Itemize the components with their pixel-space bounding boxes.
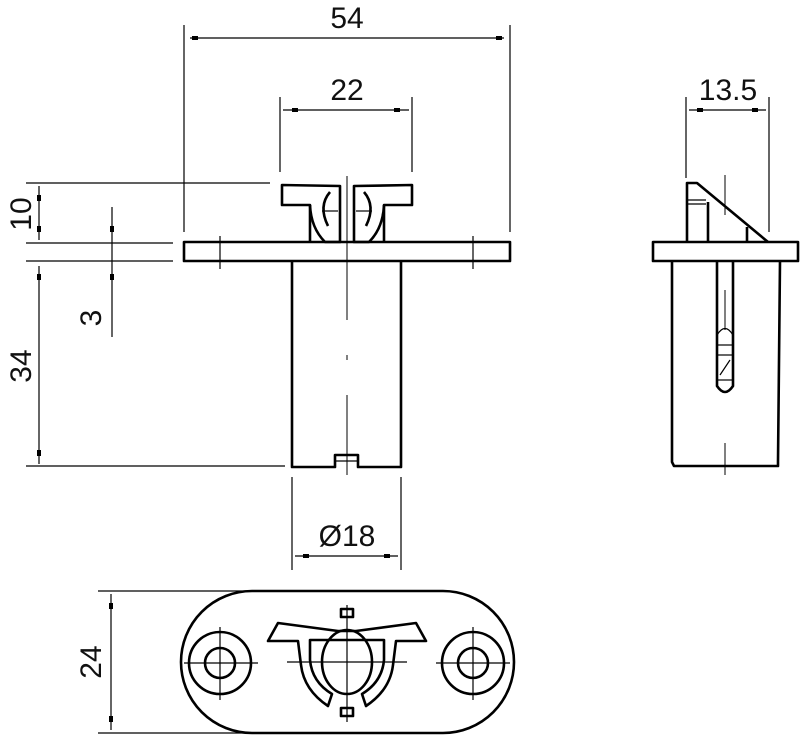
dim-label-22: 22 [330,74,363,107]
side-view [651,175,800,475]
side-flange [651,240,800,263]
side-clip [685,181,769,243]
dim-body-diameter: Ø18 [291,477,402,570]
dim-label-24: 24 [75,645,108,678]
top-view [179,589,516,735]
dim-label-10: 10 [5,197,38,230]
side-body [670,260,782,468]
clip-top [266,621,428,708]
dim-label-d18: Ø18 [319,520,376,553]
top-flange-outline [179,589,516,735]
dim-label-34: 34 [5,349,38,382]
dim-side-depth: 13.5 [685,74,770,232]
dim-overall-width: 54 [183,2,511,232]
front-view [182,176,512,475]
dim-flange-depth: 24 [75,590,252,734]
dim-clip-width: 22 [279,74,413,172]
side-slot [715,261,735,394]
dim-label-54: 54 [330,2,363,35]
dim-label-3: 3 [75,310,108,327]
dim-vertical-left: 10 3 34 [5,182,285,467]
dim-label-13-5: 13.5 [699,74,757,107]
